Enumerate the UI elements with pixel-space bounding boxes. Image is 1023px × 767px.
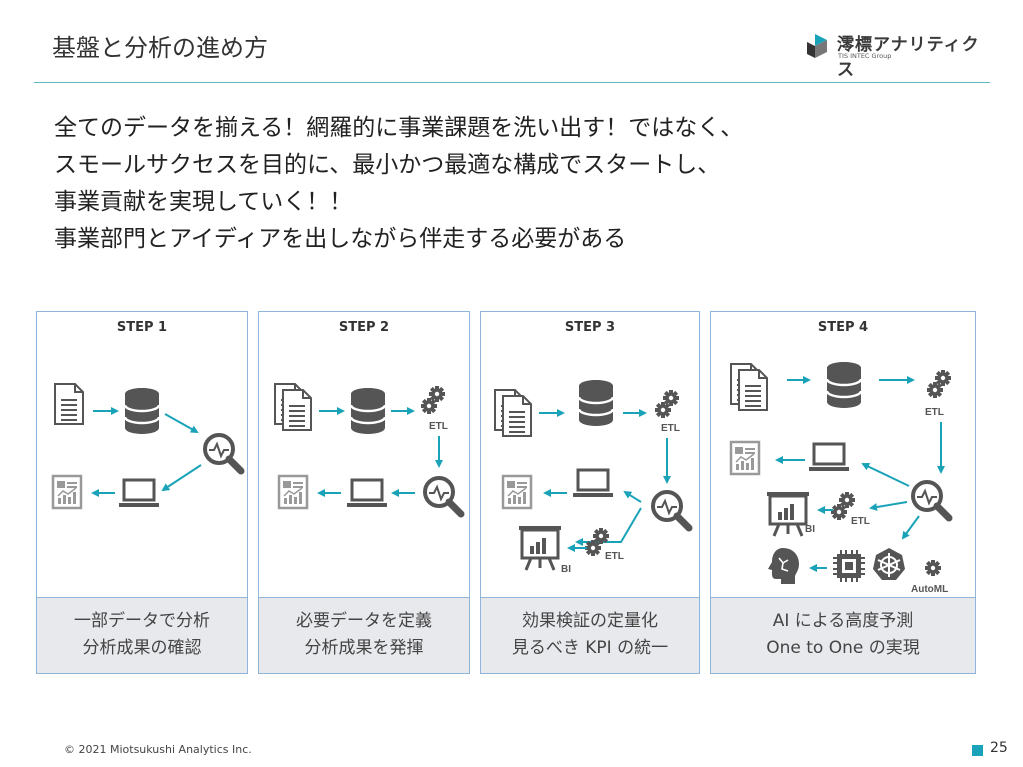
step-card-4: STEP 4 ETL ETL BI AutoML AI による高度予測 One … — [710, 311, 976, 674]
step-card-1: STEP 1 一部データで分析 分析成果の確認 — [36, 311, 248, 674]
step-label: STEP 4 — [817, 320, 869, 335]
database-icon — [123, 386, 161, 436]
step-3-diagram: ETL ETL BI — [481, 378, 701, 575]
step-card-2: STEP 2 ETL 必要データを定義 分析成果を発揮 — [258, 311, 470, 674]
gear-icon — [655, 390, 679, 418]
logo-name: 澪標アナリティクス — [837, 35, 980, 80]
bi-label: BI — [561, 564, 571, 575]
presentation-board-icon — [517, 524, 563, 572]
document-icon — [54, 383, 84, 425]
database-icon — [349, 386, 387, 436]
kubernetes-icon — [872, 547, 906, 581]
caption-line: 必要データを定義 — [296, 611, 432, 631]
etl-label: ETL — [925, 407, 944, 418]
lead-line: 事業部門とアイディアを出しながら伴走する必要がある — [54, 226, 627, 252]
gear-icon — [927, 370, 951, 398]
documents-icon — [731, 364, 767, 410]
caption-line: AI による高度予測 — [772, 611, 914, 631]
step-label: STEP 1 — [116, 320, 168, 335]
header-divider — [34, 82, 990, 83]
step-card-3: STEP 3 ETL ETL BI 効果検証の定量化 見るべき KPI の統一 — [480, 311, 700, 674]
laptop-icon — [807, 442, 851, 473]
etl-label: ETL — [605, 551, 624, 562]
step-2-diagram: ETL — [259, 312, 471, 597]
caption-line: 見るべき KPI の統一 — [511, 638, 669, 658]
ai-head-icon — [767, 547, 800, 585]
lead-line: 事業貢献を実現していく！！ — [54, 189, 353, 215]
documents-icon — [495, 390, 531, 436]
company-logo: 澪標アナリティクス TIS INTEC Group — [805, 30, 995, 80]
copyright: © 2021 Miotsukushi Analytics Inc. — [64, 743, 252, 756]
report-icon — [501, 474, 533, 510]
automl-label: AutoML — [911, 584, 948, 595]
gear-icon — [421, 386, 445, 414]
laptop-icon — [345, 478, 389, 509]
step-caption: 一部データで分析 分析成果の確認 — [37, 597, 247, 673]
laptop-icon — [117, 478, 161, 509]
caption-line: 分析成果を発揮 — [304, 638, 424, 658]
logo-mark-icon — [807, 34, 827, 58]
step-label: STEP 3 — [564, 320, 616, 335]
report-icon — [277, 474, 309, 510]
etl-label: ETL — [661, 423, 680, 434]
report-icon — [729, 440, 761, 476]
logo-subtitle: TIS INTEC Group — [838, 52, 892, 60]
page-number: 25 — [990, 740, 1008, 756]
analytics-magnifier-icon — [425, 478, 461, 514]
lead-line: 全てのデータを揃える！網羅的に事業課題を洗い出す！ではなく、 — [54, 115, 744, 141]
database-icon — [825, 360, 863, 410]
laptop-icon — [571, 468, 615, 499]
caption-line: One to One の実現 — [766, 638, 920, 658]
step-caption: 効果検証の定量化 見るべき KPI の統一 — [481, 597, 699, 673]
caption-line: 分析成果の確認 — [82, 638, 202, 658]
analytics-magnifier-icon — [205, 435, 241, 471]
lead-line: スモールサクセスを目的に、最小かつ最適な構成でスタートし、 — [54, 152, 721, 178]
chip-icon — [832, 549, 866, 583]
etl-label: ETL — [851, 516, 870, 527]
caption-line: 効果検証の定量化 — [522, 611, 658, 631]
caption-line: 一部データで分析 — [74, 611, 210, 631]
report-icon — [51, 474, 83, 510]
page-title: 基盤と分析の進め方 — [52, 34, 268, 62]
presentation-board-icon — [765, 490, 811, 538]
page-marker — [972, 745, 983, 756]
lead-text: 全てのデータを揃える！網羅的に事業課題を洗い出す！ではなく、 スモールサクセスを… — [54, 110, 743, 258]
step-caption: AI による高度予測 One to One の実現 — [711, 597, 975, 673]
database-icon — [577, 378, 615, 428]
analytics-magnifier-icon — [913, 482, 949, 518]
step-caption: 必要データを定義 分析成果を発揮 — [259, 597, 469, 673]
step-4-diagram: ETL ETL BI AutoML — [729, 360, 977, 595]
bi-label: BI — [805, 524, 815, 535]
documents-icon — [275, 384, 311, 430]
step-label: STEP 2 — [338, 320, 390, 335]
etl-label: ETL — [429, 421, 448, 432]
step-1-diagram — [51, 383, 249, 510]
gear-icon — [925, 560, 941, 576]
analytics-magnifier-icon — [653, 492, 689, 528]
